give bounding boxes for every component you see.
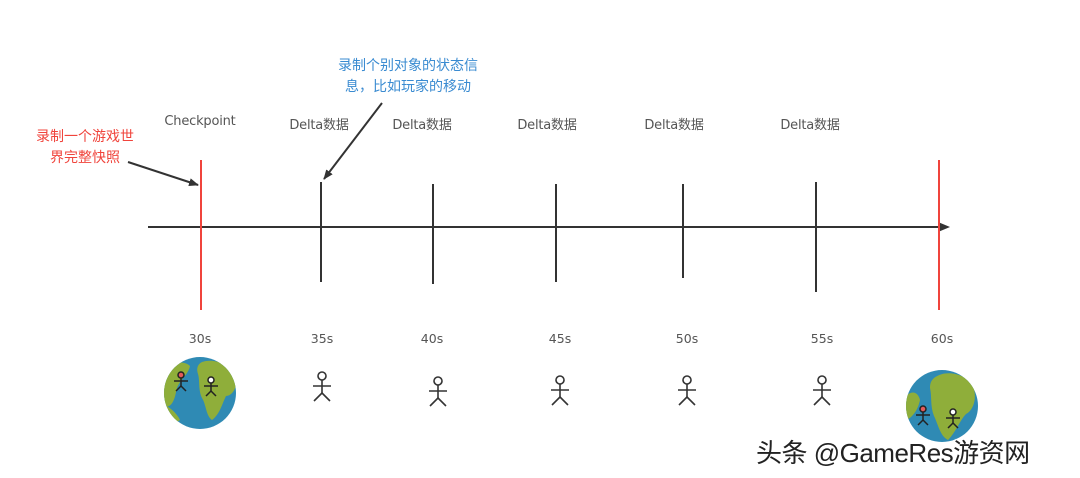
- time-label: 30s: [188, 331, 212, 346]
- earth-with-players-icon: [164, 357, 236, 429]
- time-label: 50s: [675, 331, 699, 346]
- time-label: 35s: [310, 331, 334, 346]
- marker-label-delta: Delta数据: [289, 118, 349, 133]
- marker-label-delta: Delta数据: [392, 118, 452, 133]
- stick-figure-icon: [429, 376, 447, 407]
- marker-label-delta: Delta数据: [644, 118, 704, 133]
- axis-arrow-icon: [938, 222, 950, 232]
- watermark: 头条 @GameRes游资网: [756, 438, 1030, 468]
- earth-with-players-icon: [906, 370, 978, 442]
- time-label: 45s: [548, 331, 572, 346]
- marker-label-checkpoint: Checkpoint: [164, 114, 236, 129]
- time-label: 40s: [420, 331, 444, 346]
- time-label: 60s: [930, 331, 954, 346]
- snapshot-annotation: 录制一个游戏世 界完整快照: [36, 129, 134, 166]
- timeline-axis: [148, 222, 950, 232]
- snapshot-callout-arrow: [127, 161, 199, 186]
- stick-figure-icon: [813, 375, 831, 406]
- marker-label-delta: Delta数据: [517, 118, 577, 133]
- time-label: 55s: [810, 331, 834, 346]
- marker-label-delta: Delta数据: [780, 118, 840, 133]
- stick-figure-icon: [551, 375, 569, 406]
- stick-figure-icon: [313, 371, 331, 402]
- stick-figure-icon: [678, 375, 696, 406]
- delta-callout-arrow: [323, 102, 383, 180]
- delta-annotation: 录制个别对象的状态信 息，比如玩家的移动: [338, 58, 478, 95]
